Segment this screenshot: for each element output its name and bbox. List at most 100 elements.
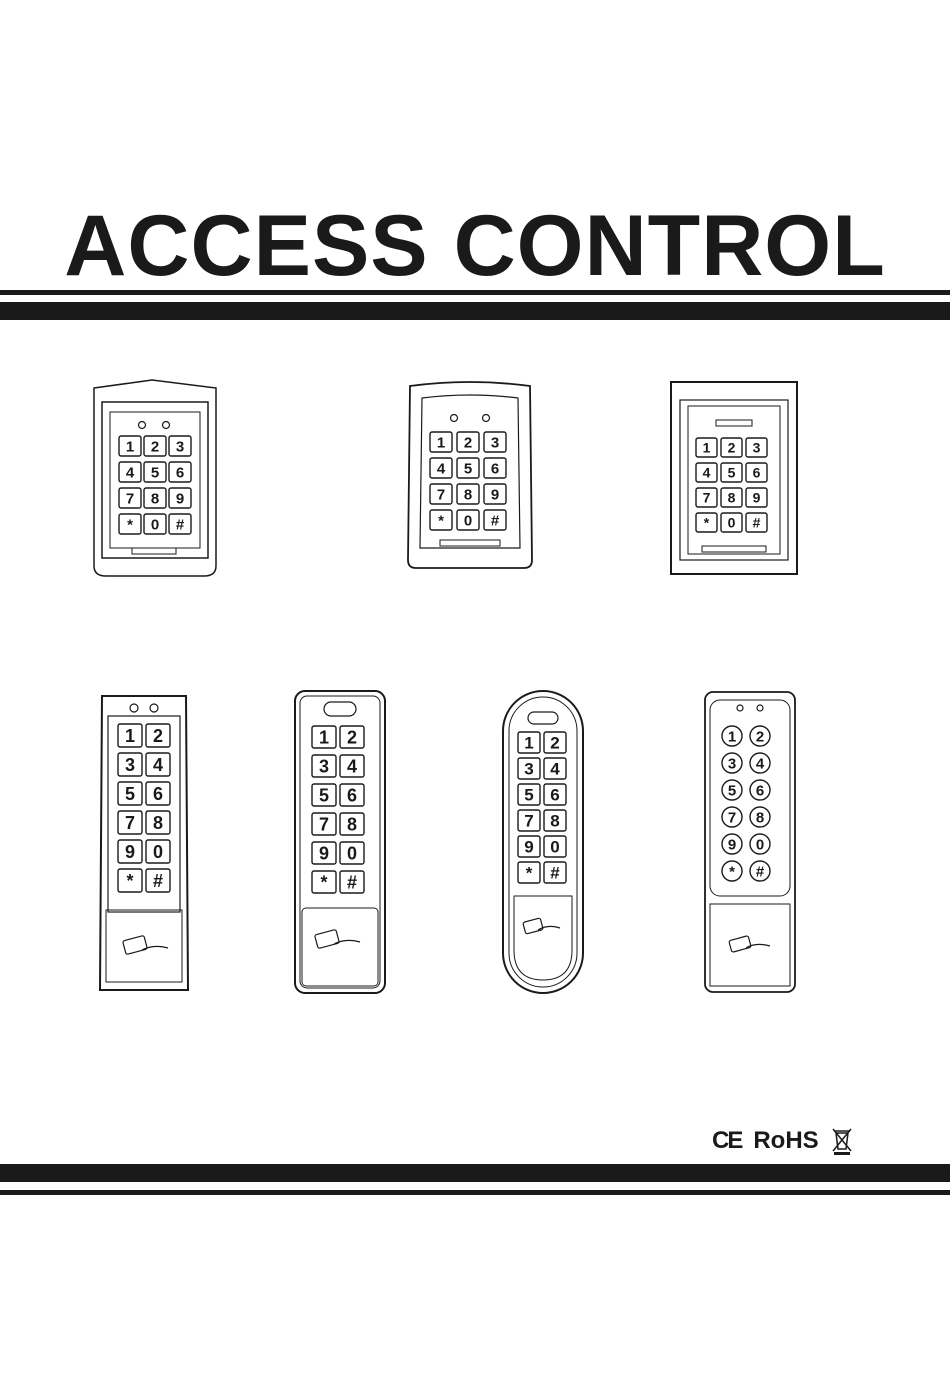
keypad-key-label: 1 (126, 438, 134, 455)
keypad-key-label: 3 (524, 760, 533, 779)
keypad-key-label: 7 (728, 809, 736, 826)
keypad-key-label: 9 (125, 842, 135, 862)
keypad-key-label: 9 (524, 838, 533, 857)
slim-reader-4: 1 2 3 4 5 6 7 8 9 0 * # (704, 690, 796, 994)
keypad-key-label: 2 (151, 438, 159, 455)
ce-mark: CE (712, 1127, 741, 1155)
keypad-key-label: 8 (550, 812, 559, 831)
keypad-reader-1-drawing: 123 456 789 * 0 # (92, 380, 218, 578)
keypad-key-label: 0 (347, 843, 357, 863)
crossed-bin-icon (831, 1127, 853, 1155)
keypad-key-label: 6 (753, 465, 761, 481)
bottom-rule-thick (0, 1164, 950, 1182)
keypad-key-label: 5 (728, 782, 736, 799)
keypad-key-label: 3 (728, 755, 736, 772)
keypad-key-label: 5 (524, 786, 533, 805)
keypad-key-label: 8 (347, 814, 357, 834)
slim-reader-4-drawing: 1 2 3 4 5 6 7 8 9 0 * # (704, 690, 796, 994)
slim-reader-3-drawing: 1234567890 * # (502, 690, 584, 996)
certification-marks: CE RoHS (712, 1126, 882, 1156)
keypad-key-label: * (320, 872, 327, 892)
keypad-key-label: 0 (756, 836, 764, 853)
keypad-key-label: * (729, 863, 735, 880)
keypad-key-label: 0 (153, 842, 163, 862)
keypad-key-label: # (491, 512, 500, 529)
keypad-key-label: 0 (550, 838, 559, 857)
keypad-key-label: 8 (151, 490, 159, 507)
keypad-key-label: 4 (153, 755, 163, 775)
keypad-key-label: 1 (728, 728, 736, 745)
keypad-key-label: 9 (176, 490, 184, 507)
keypad-key-label: 4 (347, 756, 357, 776)
keypad-key-label: 6 (550, 786, 559, 805)
bottom-rule-thin (0, 1190, 950, 1195)
keypad-key-label: 8 (728, 490, 736, 506)
keypad-key-label: 2 (347, 727, 357, 747)
keypad-key-label: 2 (153, 726, 163, 746)
keypad-key-label: 6 (756, 782, 764, 799)
keypad-key-label: # (176, 516, 185, 533)
keypad-key-label: 5 (464, 460, 472, 477)
top-rule-thick (0, 302, 950, 320)
keypad-key-label: 7 (703, 490, 711, 506)
keypad-key-label: 8 (153, 813, 163, 833)
keypad-key-label: * (438, 512, 444, 529)
keypad-key-label: 0 (151, 516, 159, 533)
keypad-key-label: 5 (125, 784, 135, 804)
keypad-key-label: 8 (756, 809, 764, 826)
keypad-key-label: # (347, 872, 357, 892)
keypad-key-label: 2 (550, 734, 559, 753)
keypad-key-label: 5 (151, 464, 159, 481)
keypad-key-label: 3 (125, 755, 135, 775)
keypad-key-label: 3 (319, 756, 329, 776)
keypad-reader-3-drawing: 123456789*0# (670, 380, 798, 576)
keypad-key-label: 7 (437, 486, 445, 503)
keypad-key-label: 0 (728, 515, 736, 531)
keypad-key-label: 2 (756, 728, 764, 745)
keypad-key-label: 7 (126, 490, 134, 507)
keypad-key-label: * (704, 515, 710, 531)
page-title: ACCESS CONTROL (0, 196, 950, 296)
keypad-key-label: 9 (319, 843, 329, 863)
keypad-key-label: 3 (176, 438, 184, 455)
keypad-key-label: 1 (319, 727, 329, 747)
keypad-key-label: 4 (550, 760, 560, 779)
keypad-key-label: 6 (176, 464, 184, 481)
keypad-key-label: # (756, 863, 765, 880)
keypad-key-label: * (526, 864, 533, 883)
keypad-key-label: # (753, 515, 761, 531)
keypad-key-label: 4 (437, 460, 446, 477)
rohs-mark: RoHS (753, 1127, 818, 1155)
keypad-key-label: 4 (126, 464, 135, 481)
keypad-key-label: 1 (703, 440, 711, 456)
keypad-key-label: 9 (491, 486, 499, 503)
keypad-key-label: 3 (753, 440, 761, 456)
keypad-key-label: 7 (319, 814, 329, 834)
keypad-key-label: 0 (464, 512, 472, 529)
keypad-key-label: 2 (464, 434, 472, 451)
keypad-key-label: 7 (524, 812, 533, 831)
keypad-key-label: 4 (756, 755, 765, 772)
keypad-key-label: 5 (319, 785, 329, 805)
keypad-key-label: # (550, 864, 560, 883)
keypad-key-label: 9 (728, 836, 736, 853)
top-rule-thin (0, 290, 950, 295)
keypad-key-label: 1 (524, 734, 533, 753)
keypad-key-label: 1 (125, 726, 135, 746)
keypad-key-label: 1 (437, 434, 445, 451)
keypad-key-label: 6 (347, 785, 357, 805)
keypad-key-label: * (127, 516, 133, 533)
keypad-key-label: # (153, 871, 163, 891)
keypad-key-label: 2 (728, 440, 736, 456)
keypad-key-label: 4 (703, 465, 711, 481)
keypad-key-label: 8 (464, 486, 472, 503)
keypad-key-label: 6 (491, 460, 499, 477)
keypad-key-label: 9 (753, 490, 761, 506)
